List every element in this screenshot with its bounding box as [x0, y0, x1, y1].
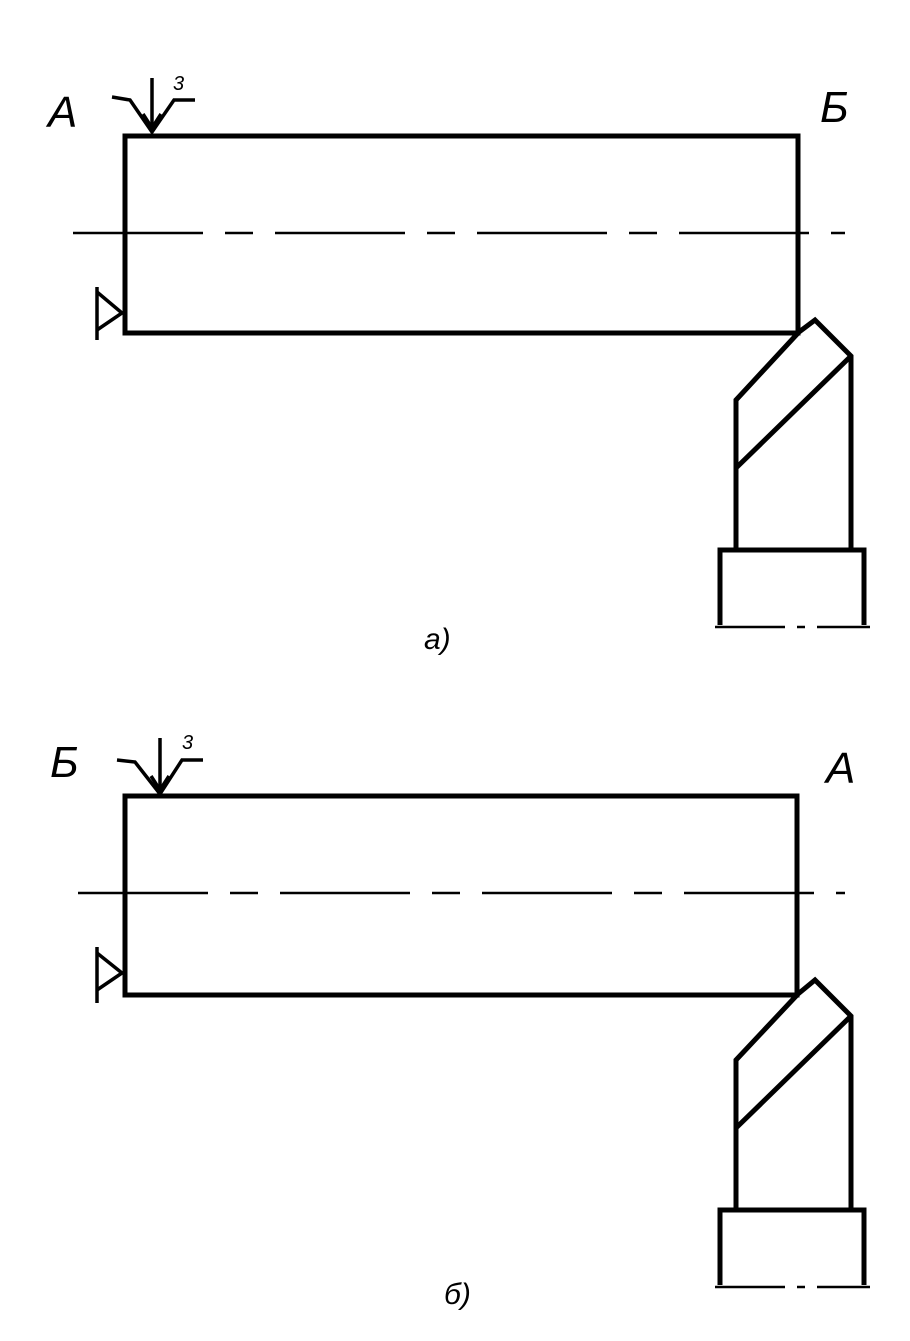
- figure-a: А Б 3 а): [45, 73, 870, 656]
- figure-b: Б А 3 б): [50, 732, 870, 1311]
- figure-b-workpiece: [122, 793, 800, 998]
- figure-b-roughness-value: 3: [182, 732, 193, 754]
- figure-b-caption: б): [444, 1278, 471, 1311]
- locating-support-icon: [95, 947, 125, 1003]
- roughness-sign-icon: [111, 78, 195, 136]
- cutting-tool-icon: [715, 316, 870, 629]
- figure-b-right-label: А: [823, 744, 855, 793]
- figure-a-right-label: Б: [820, 83, 849, 132]
- figure-a-workpiece: [122, 133, 801, 336]
- figure-a-roughness-value: 3: [173, 73, 184, 95]
- figure-a-caption: а): [424, 623, 451, 656]
- cutting-tool-icon: [715, 976, 870, 1289]
- figure-b-left-label: Б: [50, 738, 79, 787]
- locating-support-icon: [95, 287, 125, 340]
- figure-a-left-label: А: [45, 88, 77, 137]
